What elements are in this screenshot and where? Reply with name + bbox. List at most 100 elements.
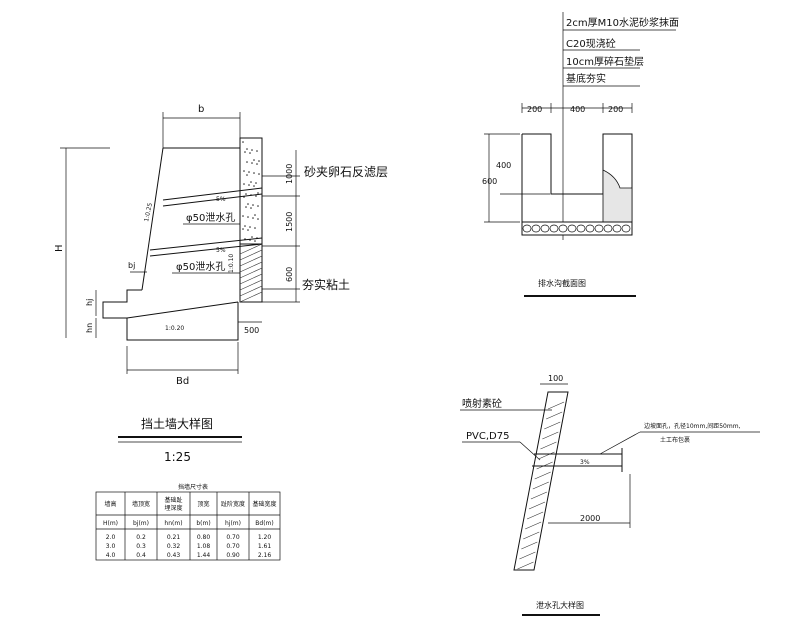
note-line-2: 土工布包裹 xyxy=(660,436,690,444)
filter-dot xyxy=(254,240,256,242)
table-unit-cell: b(m) xyxy=(196,520,210,527)
clay-hatch-line xyxy=(239,243,263,255)
table-data-cell: 0.80 xyxy=(197,534,211,541)
filter-dot xyxy=(256,150,258,152)
filter-dot xyxy=(242,141,244,143)
dim-1500: 1500 xyxy=(285,212,294,232)
table-header-cell: 基础宽度 xyxy=(252,500,276,508)
table-data-cell: 3.0 xyxy=(106,543,116,550)
wall-front-face xyxy=(141,147,164,291)
wall-hatch-line xyxy=(546,411,563,420)
table-data-cell: 0.4 xyxy=(136,552,146,559)
wall-detail-scale: 1:25 xyxy=(164,450,191,464)
wh-dim-2000: 2000 xyxy=(580,514,600,523)
drain-pipe-1-bottom xyxy=(162,193,263,207)
layer-label-1: 2cm厚M10水泥砂浆抹面 xyxy=(566,16,679,29)
filter-dot xyxy=(258,173,260,175)
wall-hatch-line xyxy=(525,521,542,530)
drain-pipe-2-bottom xyxy=(149,243,263,257)
filter-dot xyxy=(244,225,246,227)
filter-dot xyxy=(255,182,257,184)
table-header-cell: 埋深度 xyxy=(164,504,182,512)
filter-dot xyxy=(257,192,259,194)
table-unit-cell: H(m) xyxy=(103,520,118,527)
filter-dot xyxy=(250,181,252,183)
wh-slope-label: 3% xyxy=(580,459,590,466)
weephole-title: 泄水孔大样图 xyxy=(536,600,584,610)
filter-dot xyxy=(247,203,249,205)
table-data-cell: 1.08 xyxy=(197,543,211,550)
ditch-dim-200-right: 200 xyxy=(608,105,623,114)
filter-dot xyxy=(244,151,246,153)
filter-dot xyxy=(246,148,248,150)
filter-dot xyxy=(243,170,245,172)
table-header-cell: 墙顶宽 xyxy=(132,500,150,508)
filter-dot xyxy=(249,152,251,154)
gravel-stone xyxy=(576,224,586,233)
weephole-detail: 100 3% 喷射素砼 PVC,D75 边坡面孔，孔径10mm,间距50mm, … xyxy=(460,374,760,616)
pvc-leader-d xyxy=(519,441,541,461)
filter-label: 砂夹卵石反滤层 xyxy=(304,165,388,179)
wall-toe-steps xyxy=(102,289,142,319)
top-width-label: b xyxy=(198,104,204,115)
layer-label-2: C20现浇砼 xyxy=(566,37,616,50)
ditch-dim-400: 400 xyxy=(570,105,585,114)
base-top-line xyxy=(126,301,239,319)
filter-dot xyxy=(253,172,255,174)
ditch-dim-600-v: 600 xyxy=(482,177,497,186)
table-header-cell: 顶宽 xyxy=(197,500,209,508)
filter-layer-band xyxy=(239,137,263,245)
clay-hatch-line xyxy=(239,285,263,297)
wall-hatch-line xyxy=(530,491,548,500)
filter-dot xyxy=(256,163,258,165)
shotcrete-label: 喷射素砼 xyxy=(462,397,502,410)
wall-hatch-line xyxy=(523,531,540,540)
clay-label: 夯实粘土 xyxy=(302,277,350,292)
table-unit-cell: bj(m) xyxy=(133,520,149,527)
table-data-cell: 0.32 xyxy=(167,543,181,550)
bj-label: bj xyxy=(128,261,135,270)
clay-hatch-line xyxy=(239,273,263,285)
filter-dot xyxy=(254,227,256,229)
pipe-2-slope: 5% xyxy=(216,247,226,254)
table-data-cell: 4.0 xyxy=(106,552,116,559)
note-leader-d xyxy=(599,431,641,455)
table-data-cell: 0.70 xyxy=(226,543,240,550)
filter-dot xyxy=(243,183,245,185)
wall-hatch-line xyxy=(528,501,546,510)
ditch-dim-200-left: 200 xyxy=(527,105,542,114)
height-label: H xyxy=(54,244,65,252)
filter-dot xyxy=(245,206,247,208)
wall-top-and-back xyxy=(163,147,241,302)
dim-1000: 1000 xyxy=(285,164,294,184)
filter-layer-dots xyxy=(242,141,260,242)
gravel-stone xyxy=(594,224,604,233)
table-header-cell: 基础趾 xyxy=(164,496,182,504)
clay-hatch-line xyxy=(239,249,263,261)
clay-hatch-line xyxy=(239,261,263,273)
filter-dot xyxy=(258,160,260,162)
drain-pipe-1-top xyxy=(162,187,263,201)
wall-detail-title: 挡土墙大样图 xyxy=(141,416,213,431)
front-slope-label: 1:0.25 xyxy=(143,202,154,222)
gravel-stone xyxy=(567,224,577,233)
gravel-stone xyxy=(603,224,613,233)
table-data-cell: 0.43 xyxy=(167,552,181,559)
gravel-stone xyxy=(531,224,541,233)
filter-dot xyxy=(252,204,254,206)
table-data-cell: 0.2 xyxy=(136,534,146,541)
note-line-1: 边坡面孔，孔径10mm,间距50mm, xyxy=(644,422,741,430)
gravel-stone xyxy=(549,224,559,233)
filter-dot xyxy=(251,236,253,238)
filter-dot xyxy=(249,226,251,228)
clay-hatch-line xyxy=(239,279,263,291)
filter-dot xyxy=(246,174,248,176)
wh-dim-100: 100 xyxy=(548,374,563,383)
drainage-ditch-section: 2cm厚M10水泥砂浆抹面 C20现浇砼 10cm厚碎石垫层 基底夯实 200 … xyxy=(482,12,679,297)
table-unit-cell: hn(m) xyxy=(164,520,182,527)
shotcrete-wall xyxy=(513,391,569,571)
layer-label-3: 10cm厚碎石垫层 xyxy=(566,55,644,68)
filter-dot xyxy=(253,159,255,161)
wall-hatch-line xyxy=(526,511,544,520)
filter-dot xyxy=(257,205,259,207)
